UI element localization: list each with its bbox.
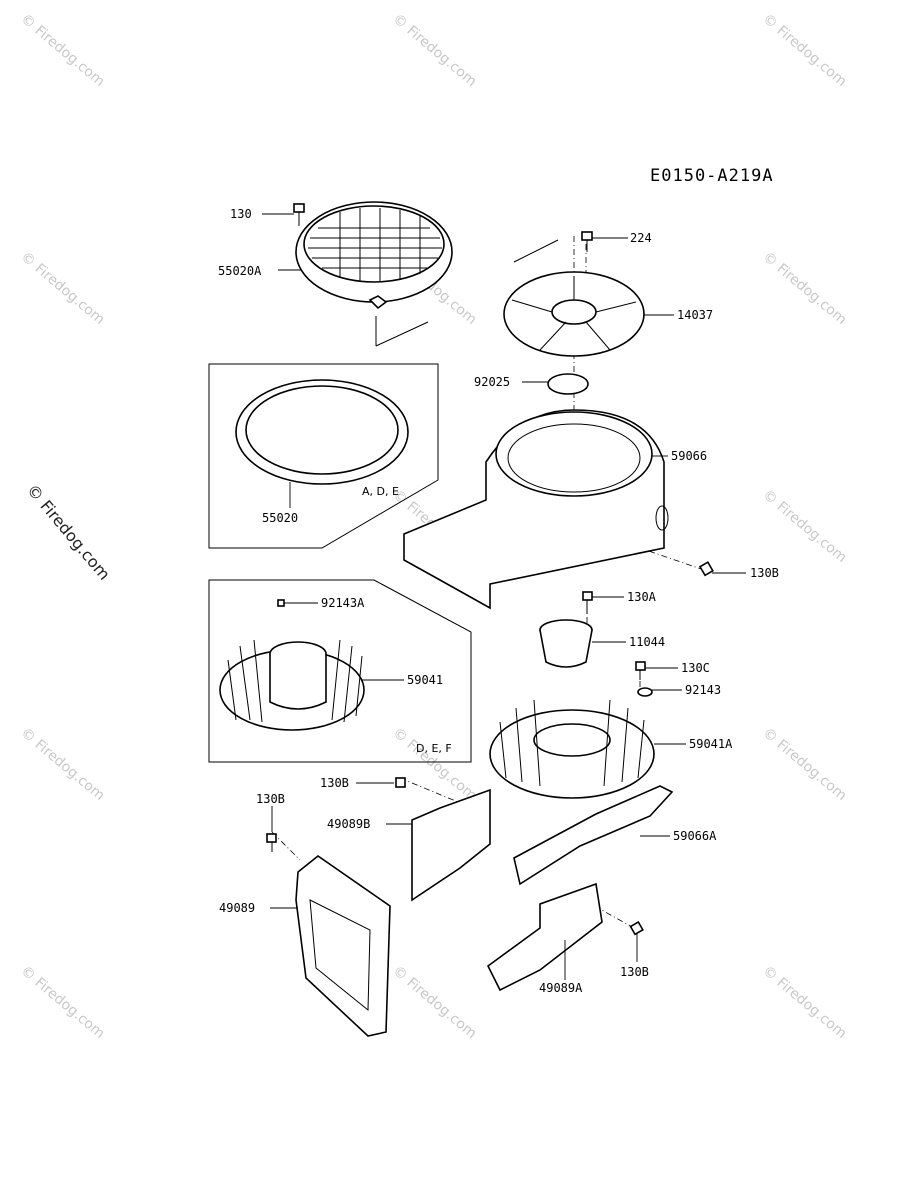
- part-label-92143a: 92143A: [321, 596, 365, 610]
- nut-92143: [637, 687, 653, 697]
- ring-plate-55020: [235, 379, 409, 485]
- watermark-text: © Firedog.com: [17, 963, 107, 1042]
- part-label-55020a: 55020A: [218, 264, 262, 278]
- bolt-130a: [582, 591, 593, 614]
- watermark-text: © Firedog.com: [389, 963, 479, 1042]
- center-line: [597, 907, 635, 929]
- watermark-text: © Firedog.com: [759, 963, 849, 1042]
- group-box-lower: [208, 579, 472, 763]
- part-label-59041: 59041: [407, 673, 443, 687]
- flywheel-59041: [219, 599, 365, 731]
- bolt-130b-low: [629, 920, 644, 936]
- watermark-text: © Firedog.com: [759, 487, 849, 566]
- watermark-text: © Firedog.com: [389, 11, 479, 90]
- center-line: [639, 547, 705, 571]
- part-label-59066a: 59066A: [673, 829, 717, 843]
- part-label-130b-mid: 130B: [320, 776, 349, 790]
- plate-92025: [547, 373, 589, 395]
- side-watermark: © Firedog.com: [23, 480, 114, 583]
- cover-49089: [295, 855, 391, 1037]
- part-label-11044: 11044: [629, 635, 665, 649]
- center-line: [399, 777, 459, 803]
- part-label-224: 224: [630, 231, 652, 245]
- part-label-49089b: 49089B: [327, 817, 370, 831]
- part-label-55020: 55020: [262, 511, 298, 525]
- part-label-49089a: 49089A: [539, 981, 583, 995]
- watermark-text: © Firedog.com: [17, 725, 107, 804]
- bolt-130c: [635, 661, 646, 680]
- fan-housing-59066: [403, 409, 669, 610]
- screen-cover-55020a: [295, 201, 453, 310]
- part-label-130b-low: 130B: [620, 965, 649, 979]
- bolt-224: [581, 231, 593, 252]
- watermark-text: © Firedog.com: [759, 725, 849, 804]
- phantom-line: [375, 321, 429, 347]
- duct-59066a: [513, 785, 674, 886]
- bolt-130b-right: [698, 561, 714, 577]
- watermark-text: © Firedog.com: [759, 11, 849, 90]
- diagram-code: E0150-A219A: [650, 166, 774, 186]
- flywheel-59041a: [489, 699, 655, 799]
- part-label-130c: 130C: [681, 661, 710, 675]
- part-label-92143: 92143: [685, 683, 721, 697]
- part-label-59066: 59066: [671, 449, 707, 463]
- group-label-lower: D, E, F: [416, 742, 452, 755]
- watermark-text: © Firedog.com: [17, 11, 107, 90]
- group-box-upper: [208, 363, 439, 549]
- part-label-59041a: 59041A: [689, 737, 733, 751]
- watermark-text: © Firedog.com: [759, 249, 849, 328]
- part-label-14037: 14037: [677, 308, 713, 322]
- part-label-49089: 49089: [219, 901, 255, 915]
- bolt-130b-mid: [395, 777, 406, 788]
- watermark-text: © Firedog.com: [389, 725, 479, 804]
- part-label-130b-left: 130B: [256, 792, 285, 806]
- bolt-130: [293, 203, 305, 226]
- cover-49089b: [411, 788, 491, 902]
- phantom-line: [513, 239, 559, 263]
- bolt-130b-left: [266, 833, 277, 852]
- part-label-92025: 92025: [474, 375, 510, 389]
- part-label-130b-right: 130B: [750, 566, 779, 580]
- group-label-upper: A, D, E: [362, 485, 399, 498]
- cover-49089a: [486, 882, 603, 992]
- part-label-130a: 130A: [627, 590, 657, 604]
- fan-cover-14037: [503, 271, 645, 357]
- watermark-text: © Firedog.com: [17, 249, 107, 328]
- part-label-130: 130: [230, 207, 252, 221]
- cup-11044: [539, 619, 593, 668]
